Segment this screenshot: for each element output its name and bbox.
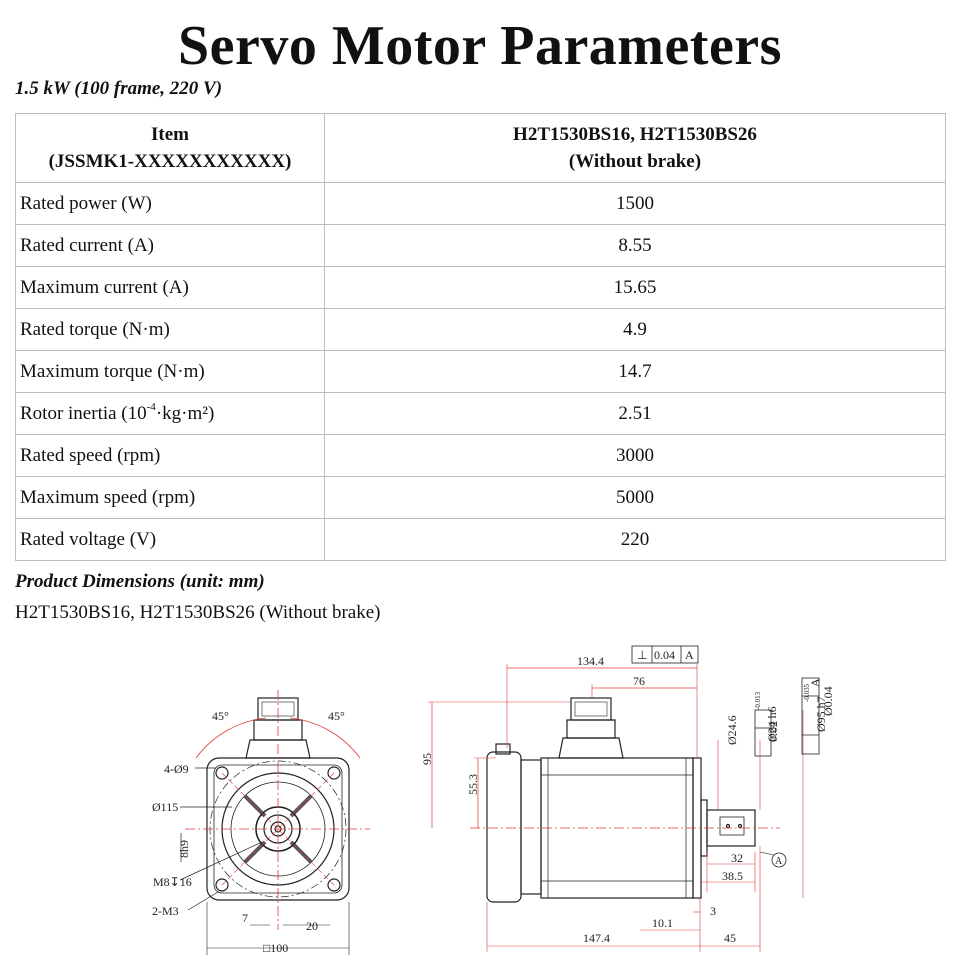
svg-text:A: A: [808, 678, 822, 687]
param-value: 5000: [324, 476, 946, 519]
mount-hole: [215, 878, 229, 892]
svg-text:2-M3: 2-M3: [152, 904, 179, 918]
svg-text:-0.035: -0.035: [803, 683, 811, 702]
model-header: H2T1530BS16, H2T1530BS26 (Without brake): [324, 113, 946, 183]
svg-text:M8↧16: M8↧16: [153, 875, 192, 889]
dimensions-heading: Product Dimensions (unit: mm): [15, 571, 265, 592]
svg-text:147.4: 147.4: [583, 931, 610, 945]
front-view: [179, 690, 370, 955]
side-connector: [570, 697, 612, 721]
svg-text:A: A: [775, 856, 783, 867]
param-label: Rotor inertia (10-4·kg·m²): [15, 392, 325, 435]
table-row: Rated torque (N·m) 4.9: [15, 308, 946, 351]
svg-text:32: 32: [731, 851, 743, 865]
svg-text:⊥: ⊥: [637, 648, 647, 662]
side-view-labels: 134.4 ⊥ 0.04 A 76 95 55.3 Ø24.6 Ø24 h6 -…: [420, 648, 835, 945]
param-label: Maximum speed (rpm): [15, 476, 325, 519]
svg-text:45: 45: [724, 931, 736, 945]
param-value: 4.9: [324, 308, 946, 351]
param-label: Rated power (W): [15, 182, 325, 225]
svg-text:95: 95: [420, 753, 434, 765]
dimension-drawing: 45° 45° 4-Ø9 Ø115 8h9 M8↧16 2-M3 7 20 □1…: [152, 645, 835, 955]
table-row: Rated speed (rpm) 3000: [15, 434, 946, 477]
svg-text:0.02: 0.02: [766, 721, 780, 742]
side-view: [428, 645, 820, 952]
page-title: Servo Motor Parameters: [178, 15, 782, 77]
param-label: Rated speed (rpm): [15, 434, 325, 477]
table-row: Rated voltage (V) 220: [15, 518, 946, 561]
table-header-row: Item (JSSMK1-XXXXXXXXXXX) H2T1530BS16, H…: [15, 113, 946, 183]
table-row: Maximum torque (N·m) 14.7: [15, 350, 946, 393]
param-value: 8.55: [324, 224, 946, 267]
param-value: 2.51: [324, 392, 946, 435]
svg-text:-0.013: -0.013: [754, 691, 762, 710]
svg-text:45°: 45°: [212, 709, 229, 723]
svg-text:134.4: 134.4: [577, 654, 604, 668]
param-label: Maximum current (A): [15, 266, 325, 309]
svg-text:20: 20: [306, 919, 318, 933]
svg-text:76: 76: [633, 674, 645, 688]
mount-hole: [327, 766, 341, 780]
svg-text:Ø24 h6: Ø24 h6: [765, 706, 779, 742]
svg-text:55.3: 55.3: [466, 774, 480, 795]
mount-hole: [327, 878, 341, 892]
param-value: 15.65: [324, 266, 946, 309]
svg-text:□100: □100: [263, 941, 288, 955]
svg-text:7: 7: [242, 911, 248, 925]
svg-text:0.04: 0.04: [654, 648, 675, 662]
table-row: Rated current (A) 8.55: [15, 224, 946, 267]
table-row: Maximum current (A) 15.65: [15, 266, 946, 309]
svg-text:8h9: 8h9: [177, 840, 191, 858]
subtitle: 1.5 kW (100 frame, 220 V): [15, 78, 223, 99]
svg-text:4-Ø9: 4-Ø9: [164, 762, 189, 776]
svg-text:3: 3: [710, 904, 716, 918]
param-value: 3000: [324, 434, 946, 477]
svg-text:10.1: 10.1: [652, 916, 673, 930]
param-label: Rated voltage (V): [15, 518, 325, 561]
parameters-table: Item (JSSMK1-XXXXXXXXXXX) H2T1530BS16, H…: [15, 113, 946, 561]
param-label: Rated torque (N·m): [15, 308, 325, 351]
datum-circle-icon: [771, 852, 787, 868]
table-row: Rotor inertia (10-4·kg·m²) 2.51: [15, 392, 946, 435]
item-header: Item (JSSMK1-XXXXXXXXXXX): [15, 113, 325, 183]
svg-text:Ø0.04: Ø0.04: [821, 686, 835, 716]
param-value: 220: [324, 518, 946, 561]
param-value: 14.7: [324, 350, 946, 393]
param-value: 1500: [324, 182, 946, 225]
svg-text:A: A: [685, 648, 694, 662]
param-label: Maximum torque (N·m): [15, 350, 325, 393]
dimensions-models: H2T1530BS16, H2T1530BS26 (Without brake): [15, 602, 381, 623]
mount-hole: [215, 766, 229, 780]
encoder-cover: [486, 751, 522, 903]
front-view-labels: 45° 45° 4-Ø9 Ø115 8h9 M8↧16 2-M3 7 20 □1…: [152, 709, 345, 955]
param-label: Rated current (A): [15, 224, 325, 267]
svg-text:Ø24.6: Ø24.6: [725, 715, 739, 745]
table-row: Rated power (W) 1500: [15, 182, 946, 225]
svg-text:Ø115: Ø115: [152, 800, 178, 814]
svg-text:Ø95 h7: Ø95 h7: [814, 696, 828, 732]
svg-text:38.5: 38.5: [722, 869, 743, 883]
svg-text:45°: 45°: [328, 709, 345, 723]
table-row: Maximum speed (rpm) 5000: [15, 476, 946, 519]
